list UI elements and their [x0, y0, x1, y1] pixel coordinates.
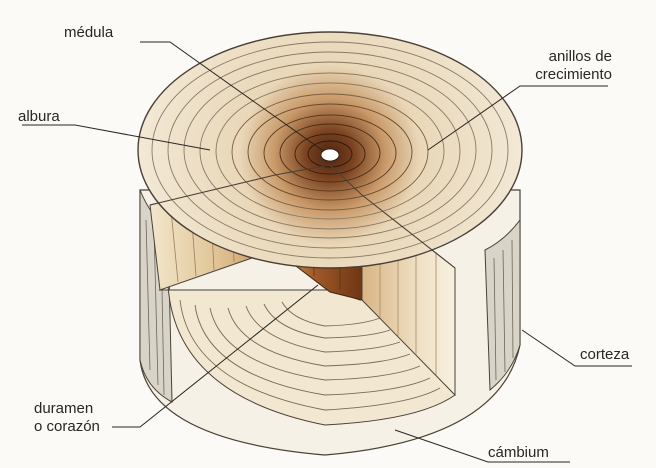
duramen-label: duramen o corazón — [34, 400, 100, 436]
pith — [321, 149, 339, 161]
albura-label: albura — [18, 108, 60, 126]
anillos-label-line2: crecimiento — [522, 66, 612, 84]
anillos-label-line1: anillos de — [522, 48, 612, 66]
top-cross-section — [138, 32, 522, 268]
corteza-label: corteza — [580, 346, 629, 364]
anillos-label: anillos de crecimiento — [522, 48, 612, 84]
medula-label: médula — [64, 24, 113, 42]
duramen-label-line2: o corazón — [34, 418, 100, 436]
duramen-label-line1: duramen — [34, 400, 100, 418]
cambium-label: cámbium — [488, 444, 549, 462]
